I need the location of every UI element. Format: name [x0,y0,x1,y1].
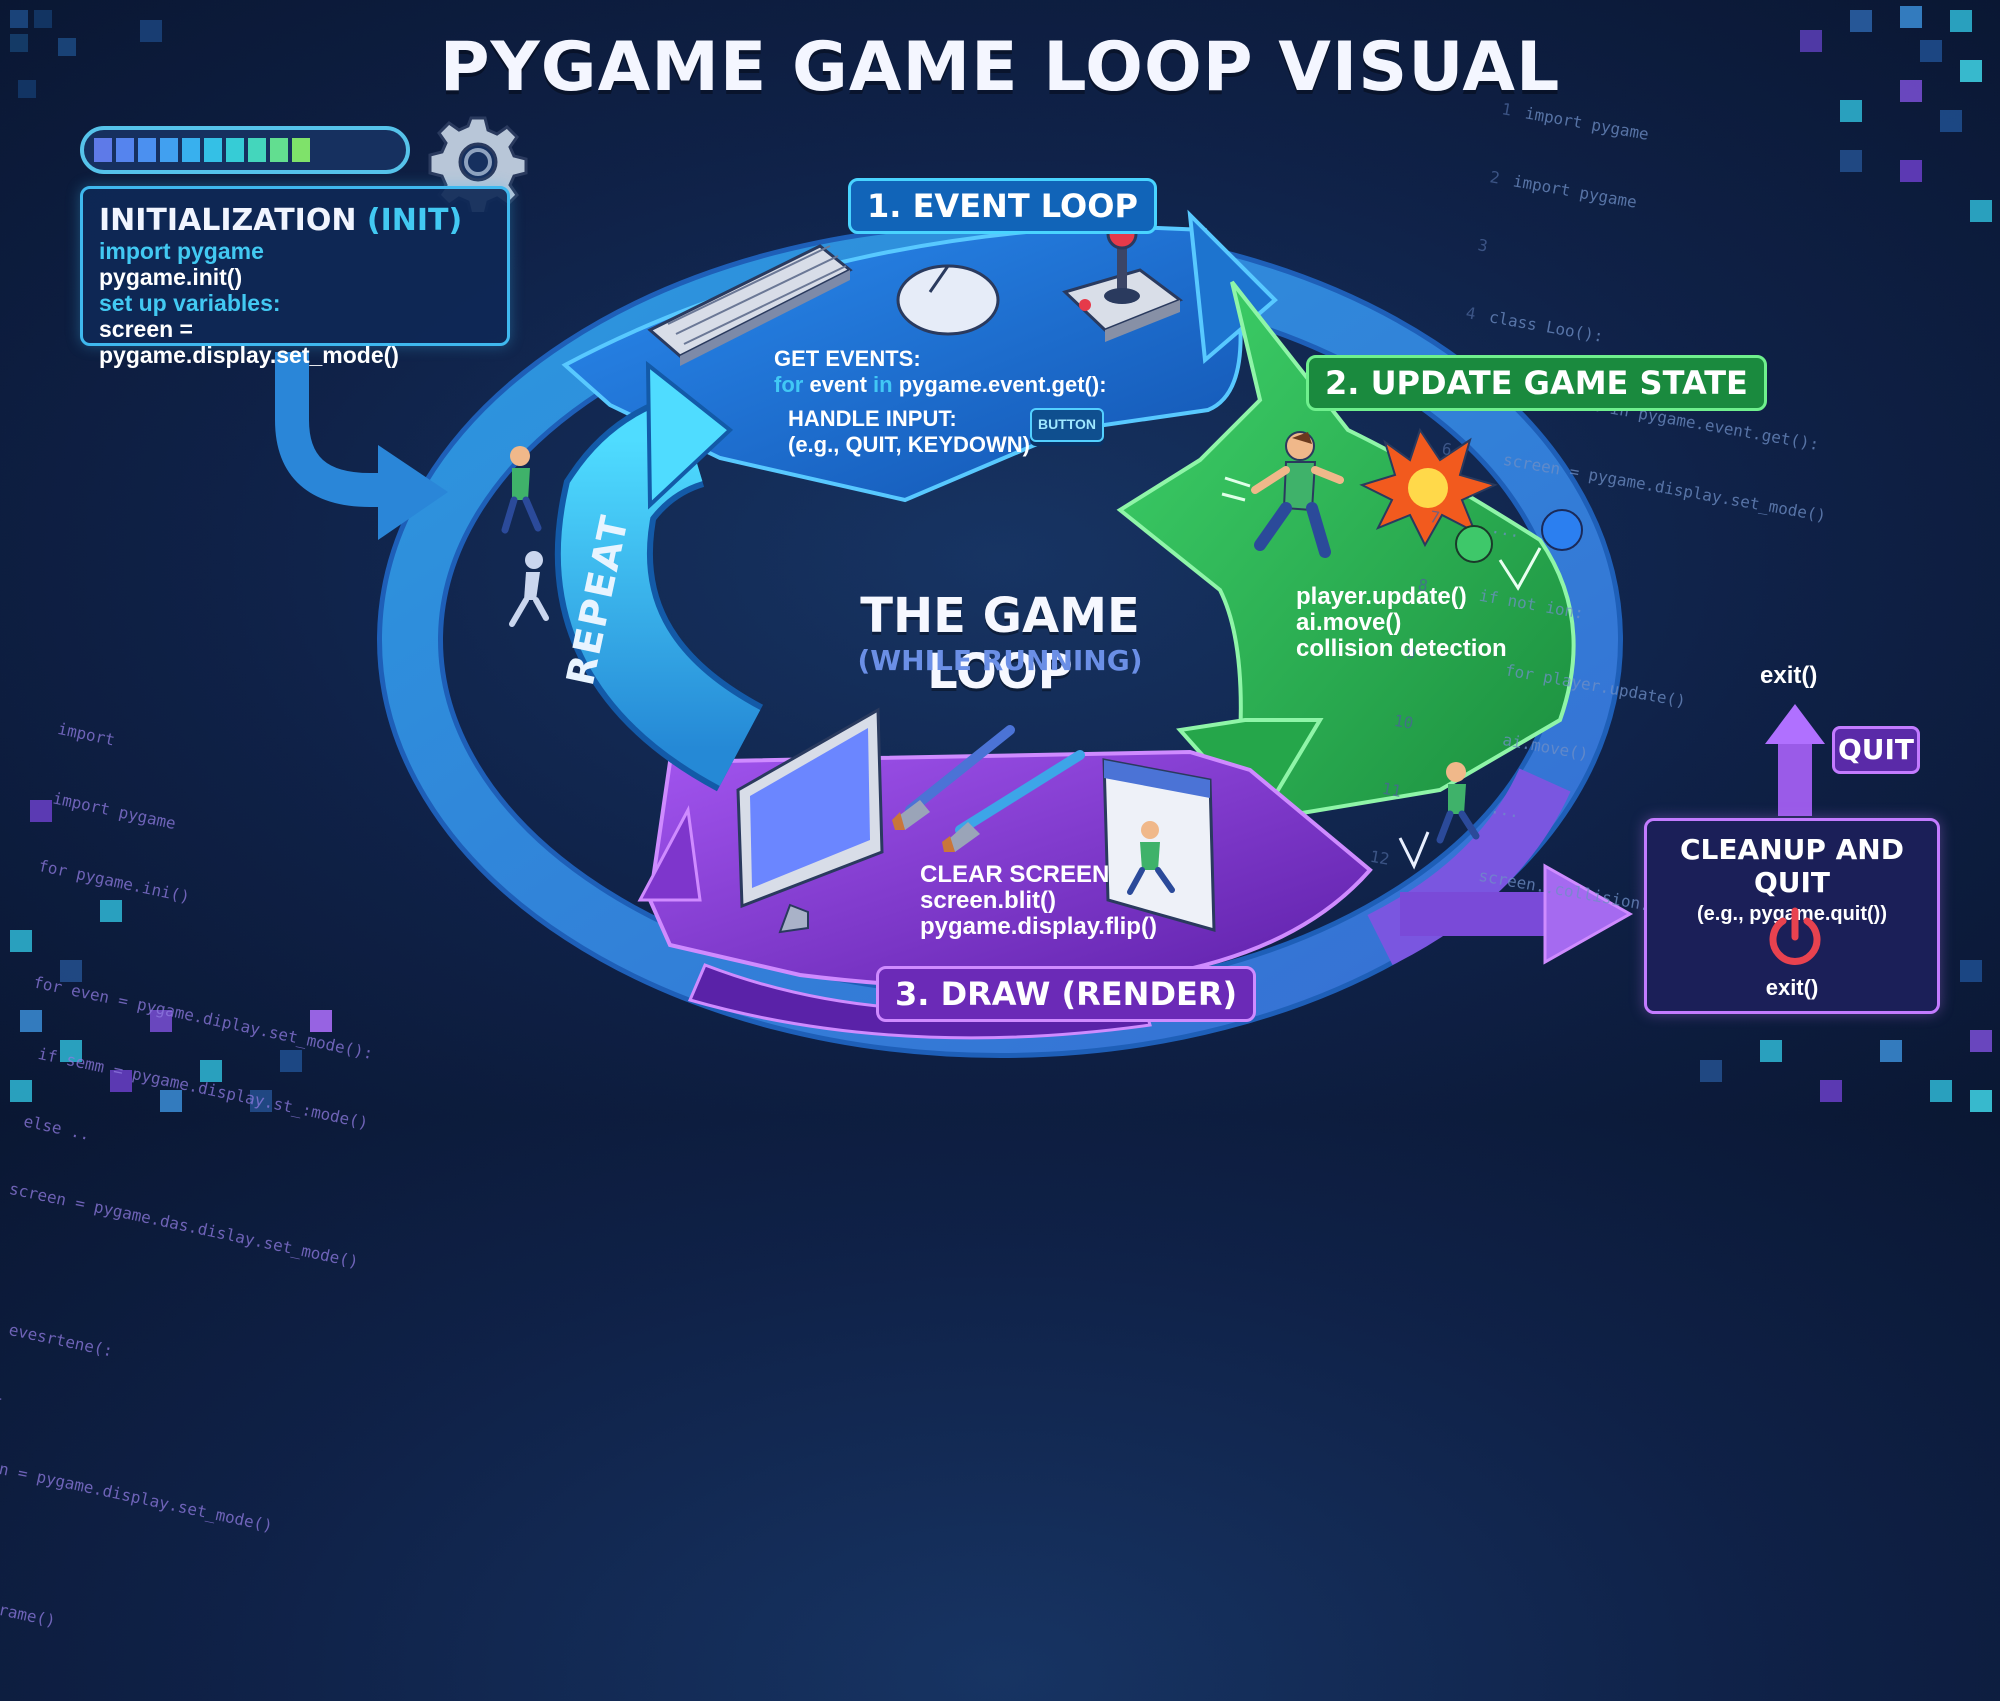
draw-code: CLEAR SCREEN screen.blit() pygame.displa… [920,862,1157,940]
draw-render-badge: 3. DRAW (RENDER) [876,966,1257,1022]
runner-left-icon [501,446,542,534]
initialization-box: INITIALIZATION (INIT) import pygame pyga… [80,186,510,368]
handle-input-label: HANDLE INPUT: [788,406,957,431]
init-arrow [275,352,448,540]
draw-arrowhead [637,805,702,902]
pixel-decoration [10,6,1992,1112]
game-window-icon [1102,758,1216,932]
init-title-accent: (INIT) [366,203,463,238]
repeat-arrow [554,360,764,792]
button-icon: BUTTON [1030,408,1104,442]
power-icon [1769,907,1821,965]
init-title-main: INITIALIZATION [99,203,357,238]
cleanup-title: CLEANUP AND QUIT [1680,833,1904,899]
runner-right-icon [1398,762,1480,870]
update-line: collision detection [1296,635,1507,662]
quit-badge: QUIT [1832,726,1920,774]
joystick-icon [1062,218,1184,342]
quit-up-arrow [1765,704,1825,816]
loading-progress-bar [80,126,410,174]
running-player-icon [1221,431,1344,558]
draw-line: pygame.display.flip() [920,913,1157,940]
init-line: set up variables: [99,290,281,316]
init-line: pygame.init() [99,264,243,290]
cleanup-and-quit-box: CLEANUP AND QUIT (e.g., pygame.quit()) e… [1644,818,1940,1014]
mouse-icon [896,264,1000,336]
event-code-line: for event in pygame.event.get(): [774,372,1107,397]
code-line: 7 ... [1428,506,1522,542]
update-line: ai.move() [1296,609,1402,636]
cleanup-exit-label: exit() [1765,975,1819,1000]
keyboard-icon [647,244,853,366]
game-loop-subtitle: (WHILE RUNNING) [857,644,1143,677]
draw-line: CLEAR SCREEN [920,861,1110,888]
code-line: 3 [1476,235,1490,256]
get-events-label: GET EVENTS: [774,346,921,371]
update-code: player.update() ai.move() collision dete… [1296,584,1507,662]
code-background-bottom-left: import import pygame for pygame.ini() fo… [0,672,466,1701]
progress-segments [94,138,310,162]
init-line: screen = pygame.display.set_mode() [99,316,399,368]
runner-left2-icon [509,551,549,627]
event-loop-text: GET EVENTS: for event in pygame.event.ge… [774,346,1107,458]
explosion-icon [1359,427,1498,548]
exit-label-top: exit() [1760,662,1818,689]
monitor-icon [736,707,884,934]
handle-input-examples: (e.g., QUIT, KEYDOWN) [788,432,1030,457]
init-line: import pygame [99,238,264,264]
init-title: INITIALIZATION (INIT) [99,203,491,238]
update-game-state-badge: 2. UPDATE GAME STATE [1306,355,1767,411]
update-line: player.update() [1296,583,1467,610]
draw-line: screen.blit() [920,887,1057,914]
page-title: PYGAME GAME LOOP VISUAL [439,28,1561,107]
event-loop-badge: 1. EVENT LOOP [848,178,1157,234]
game-loop-title: THE GAME LOOP [860,588,1140,700]
code-line: 10 ai.move() [1392,710,1590,764]
paint-brushes-icon [892,725,1085,852]
code-line: 6 screen = pygame.display.set_mode() [1440,439,1828,526]
balls-icon [1455,509,1583,591]
exit-arrow [1400,863,1634,965]
